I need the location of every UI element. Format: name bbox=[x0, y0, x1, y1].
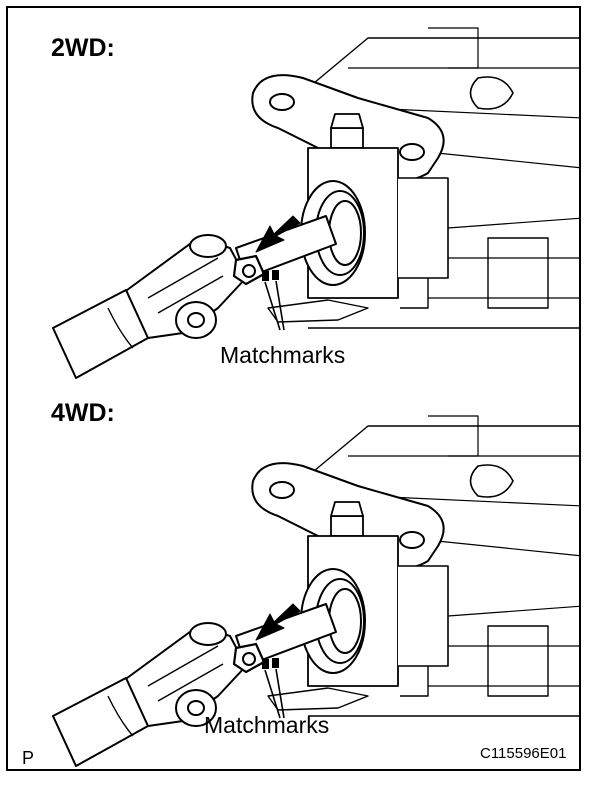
diagram-frame: 2WD: Matchmarks 4WD: Matchmarks P C11559… bbox=[6, 6, 581, 771]
section-title-4wd: 4WD: bbox=[51, 399, 115, 427]
corner-letter: P bbox=[22, 748, 35, 768]
figure-code: C115596E01 bbox=[480, 745, 567, 762]
matchmarks-callout-4wd: Matchmarks bbox=[204, 712, 330, 738]
2wd-assembly-drawing bbox=[51, 26, 579, 380]
mechanical-illustration bbox=[51, 26, 579, 768]
section-title-2wd: 2WD: bbox=[51, 34, 115, 62]
matchmarks-callout-2wd: Matchmarks bbox=[220, 342, 346, 368]
